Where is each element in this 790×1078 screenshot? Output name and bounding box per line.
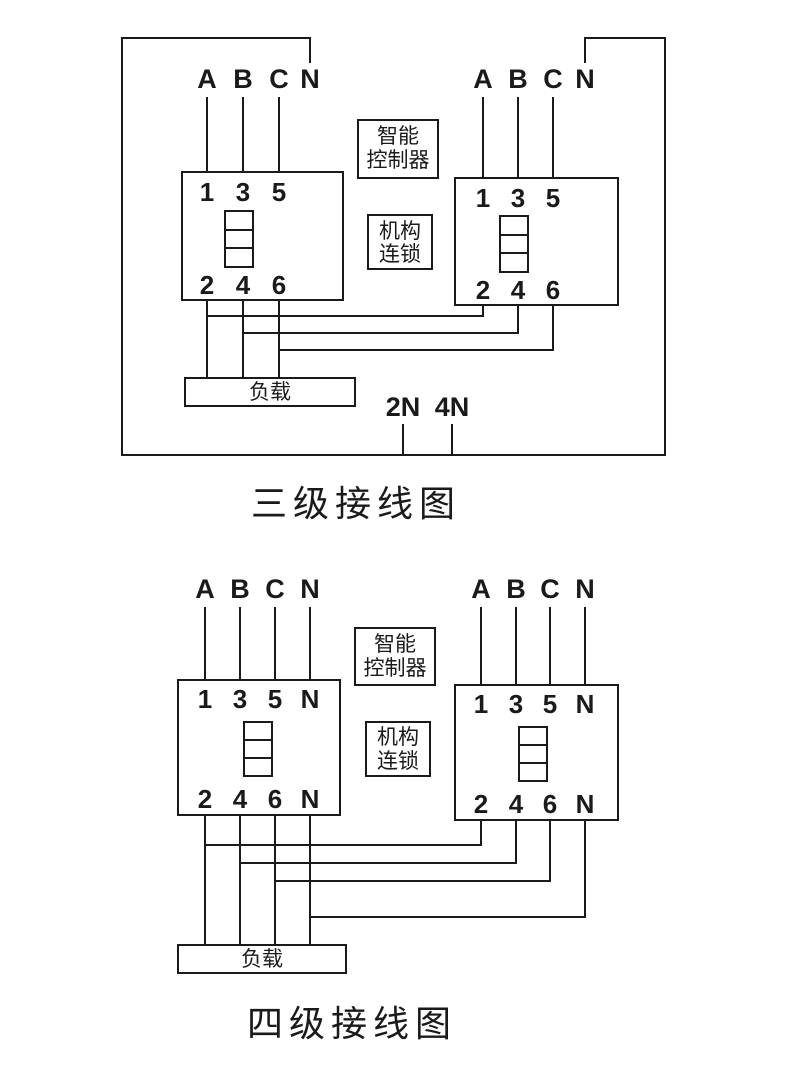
terminal-label: 3 bbox=[233, 684, 247, 714]
right-breaker-mechanism bbox=[518, 726, 548, 782]
terminal-label: 1 bbox=[198, 684, 212, 714]
interlock-label-line1: 机构 bbox=[379, 219, 421, 243]
terminal-label: 1 bbox=[476, 183, 490, 213]
load-box bbox=[184, 377, 356, 407]
left-breaker-box bbox=[181, 171, 344, 301]
terminal-label: N bbox=[576, 689, 595, 719]
terminal-label: 3 bbox=[511, 183, 525, 213]
phase-label-a: A bbox=[197, 64, 217, 94]
load-box bbox=[177, 944, 347, 974]
right-breaker-mechanism bbox=[499, 215, 529, 273]
left-phase-wires bbox=[206, 97, 280, 172]
interlock-label-line2: 连锁 bbox=[377, 749, 419, 773]
phase-label-b: B bbox=[230, 574, 250, 604]
terminal-label: 1 bbox=[200, 177, 214, 207]
terminal-label: 2 bbox=[474, 789, 488, 819]
load-label: 负载 bbox=[249, 380, 291, 404]
controller-label-line2: 控制器 bbox=[364, 656, 427, 680]
terminal-label: 4 bbox=[236, 270, 251, 300]
phase-label-c: C bbox=[265, 574, 285, 604]
terminal-label: N bbox=[301, 684, 320, 714]
left-load-wires bbox=[206, 300, 280, 378]
neutral-bus-outline bbox=[121, 37, 666, 456]
left-breaker-mechanism-dividers bbox=[225, 229, 253, 249]
terminal-label: 6 bbox=[546, 275, 560, 305]
phase-label-b: B bbox=[508, 64, 528, 94]
terminal-label: 2 bbox=[476, 275, 490, 305]
phase-label-b: B bbox=[233, 64, 253, 94]
three-pole-caption: 三级接线图 bbox=[251, 484, 461, 524]
terminal-label: 4 bbox=[233, 784, 248, 814]
interlock-box bbox=[367, 214, 433, 270]
phase-label-n: N bbox=[300, 64, 320, 94]
interlock-label-line1: 机构 bbox=[377, 725, 419, 749]
right-phase-wires bbox=[480, 607, 586, 685]
left-breaker-box bbox=[177, 679, 341, 816]
terminal-label: 2 bbox=[198, 784, 212, 814]
phase-label-a: A bbox=[473, 64, 493, 94]
phase-label-c: C bbox=[540, 574, 560, 604]
right-phase-wires bbox=[482, 97, 554, 178]
terminal-label: 6 bbox=[543, 789, 557, 819]
terminal-label: 2 bbox=[200, 270, 214, 300]
terminal-label: N bbox=[576, 789, 595, 819]
controller-label-line1: 智能 bbox=[374, 632, 416, 656]
terminal-label: 5 bbox=[272, 177, 286, 207]
right-load-links bbox=[205, 820, 586, 918]
terminal-label: 5 bbox=[546, 183, 560, 213]
left-breaker-mechanism bbox=[243, 721, 273, 777]
right-breaker-mechanism-dividers bbox=[500, 234, 528, 254]
left-breaker-mechanism-dividers bbox=[244, 739, 272, 759]
terminal-label: 5 bbox=[268, 684, 282, 714]
phase-label-a: A bbox=[471, 574, 491, 604]
terminal-label: 6 bbox=[268, 784, 282, 814]
right-breaker-mechanism-dividers bbox=[519, 744, 547, 764]
controller-box bbox=[354, 627, 436, 686]
four-pole-diagram: A B C N A B C N 1 3 5 N 2 4 6 N 1 3 5 N … bbox=[177, 574, 619, 1044]
left-phase-wires bbox=[204, 607, 311, 680]
load-label: 负载 bbox=[241, 947, 283, 971]
terminal-label: 6 bbox=[272, 270, 286, 300]
terminal-label: 3 bbox=[509, 689, 523, 719]
neutral-terminal-label-4n: 4N bbox=[435, 392, 470, 422]
controller-label-line2: 控制器 bbox=[367, 148, 430, 172]
phase-label-c: C bbox=[269, 64, 289, 94]
controller-box bbox=[357, 119, 439, 179]
terminal-label: 4 bbox=[509, 789, 524, 819]
terminal-label: N bbox=[301, 784, 320, 814]
neutral-terminal-label-2n: 2N bbox=[386, 392, 421, 422]
interlock-label-line2: 连锁 bbox=[379, 242, 421, 266]
right-load-links bbox=[207, 305, 554, 351]
terminal-label: 4 bbox=[511, 275, 526, 305]
controller-label-line1: 智能 bbox=[377, 124, 419, 148]
phase-label-n: N bbox=[575, 64, 595, 94]
left-load-wires bbox=[204, 815, 311, 945]
interlock-box bbox=[365, 721, 431, 777]
phase-label-a: A bbox=[195, 574, 215, 604]
right-breaker-box bbox=[454, 177, 619, 306]
terminal-label: 3 bbox=[236, 177, 250, 207]
phase-label-c: C bbox=[543, 64, 563, 94]
phase-label-n: N bbox=[300, 574, 320, 604]
phase-label-b: B bbox=[506, 574, 526, 604]
right-breaker-box bbox=[454, 684, 619, 821]
three-pole-diagram: A B C N A B C N 1 3 5 2 4 6 1 3 5 2 4 6 … bbox=[121, 37, 666, 524]
four-pole-caption: 四级接线图 bbox=[247, 1004, 457, 1044]
phase-label-n: N bbox=[575, 574, 595, 604]
terminal-label: 5 bbox=[543, 689, 557, 719]
terminal-label: 1 bbox=[474, 689, 488, 719]
left-breaker-mechanism bbox=[224, 210, 254, 268]
